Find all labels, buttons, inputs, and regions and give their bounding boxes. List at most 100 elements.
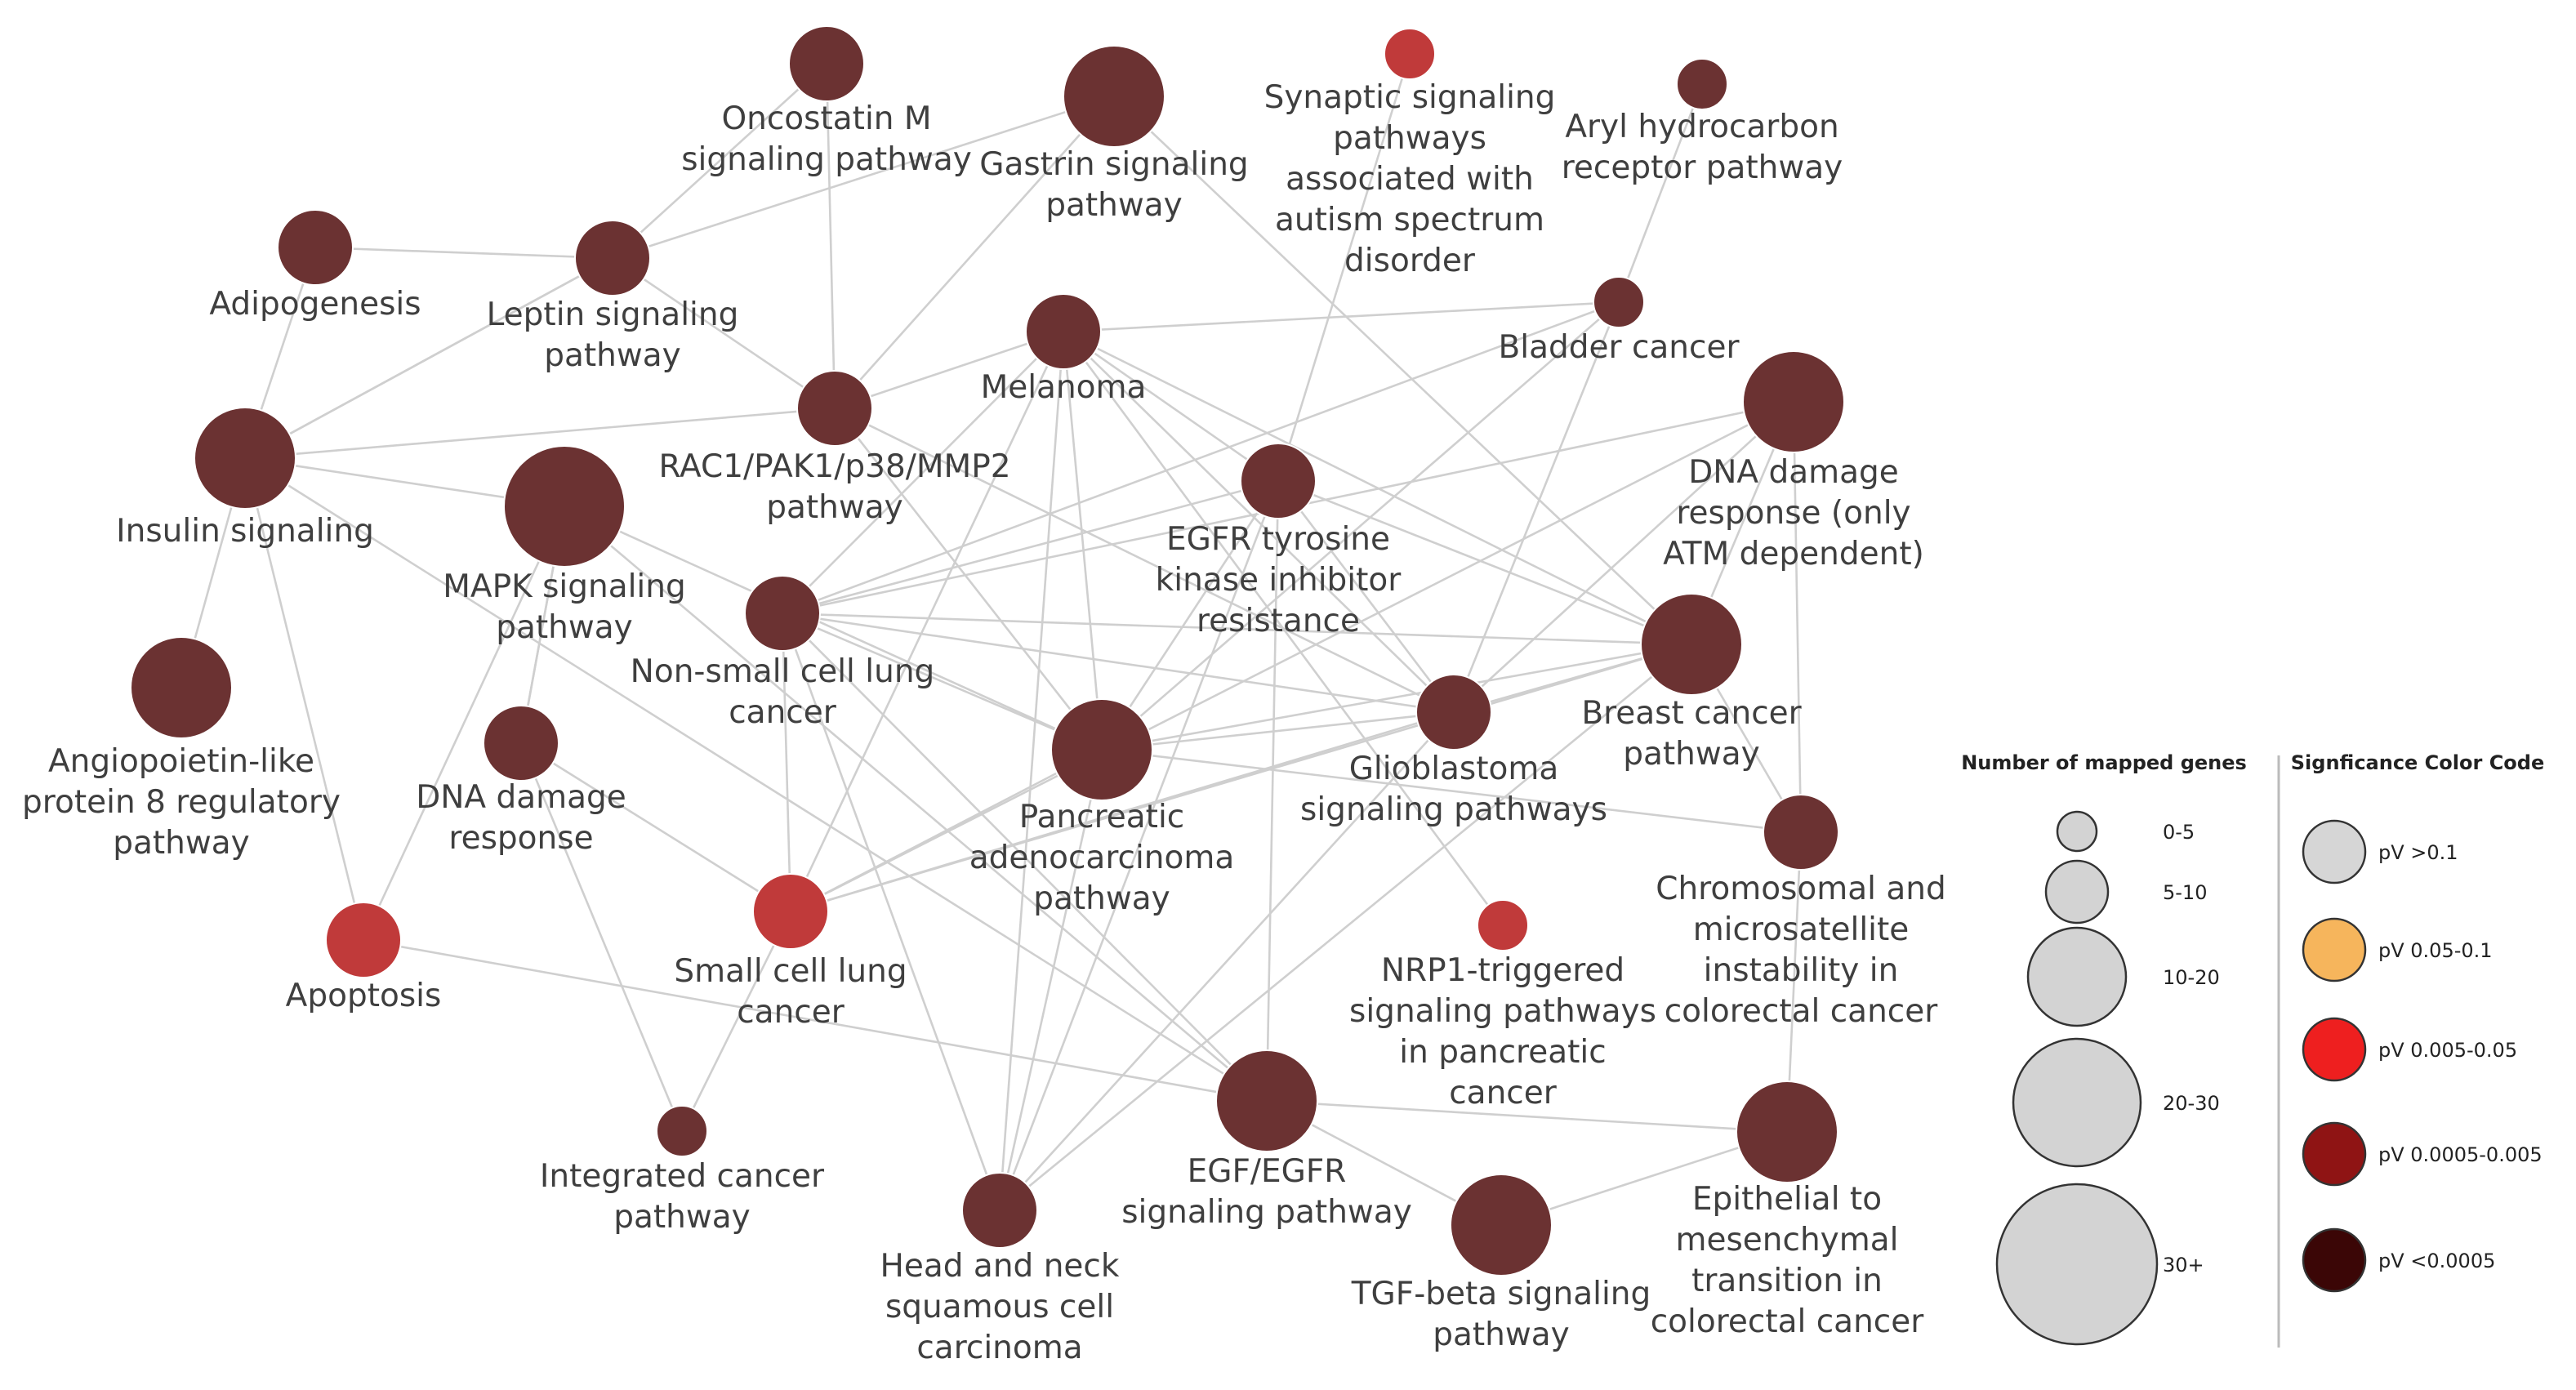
node-mapk[interactable] [503,445,626,568]
node-adipogenesis[interactable] [277,209,354,286]
legend-color-swatch [2302,819,2367,884]
node-apoptosis[interactable] [325,902,402,978]
legend-size-label: 10-20 [2163,966,2220,989]
edge-egfr_tki-breast [1277,479,1692,646]
node-dnadamage_atm[interactable] [1742,350,1845,453]
edge-gastrin-breast [1113,96,1692,645]
node-label-adipogenesis: Adipogenesis [209,286,421,323]
node-label-gastrin: Gastrin signaling pathway [979,146,1248,224]
edge-melanoma-bladder [1063,301,1620,333]
edge-rac1-glioblastoma [834,407,1455,714]
node-headneck[interactable] [961,1172,1038,1249]
node-egfr_tki[interactable] [1240,443,1317,519]
node-tgfbeta[interactable] [1450,1174,1553,1276]
node-breast[interactable] [1640,593,1743,696]
node-emt[interactable] [1736,1080,1838,1183]
node-melanoma[interactable] [1025,293,1102,370]
node-label-line: adenocarcinoma [969,840,1235,876]
node-label-line: DNA damage [416,779,626,816]
legend-size-title: Number of mapped genes [1961,751,2247,774]
node-label-line: Leptin signaling [487,296,739,333]
node-label-line: mesenchymal [1676,1222,1899,1259]
node-rac1[interactable] [796,370,873,447]
node-insulin[interactable] [194,407,296,510]
legend-color-swatch [2302,1227,2367,1293]
node-egf_egfr[interactable] [1215,1049,1318,1152]
edge-nsclc-sclc [781,613,792,912]
edge-gastrin-rac1 [834,96,1115,409]
edges-layer [180,53,1803,1227]
node-label-line: Bladder cancer [1499,329,1740,366]
node-label-dnadamage: DNA damage response [416,779,626,857]
node-nrp1[interactable] [1477,899,1529,951]
node-pancreatic[interactable] [1050,698,1153,801]
edge-melanoma-sclc [789,331,1065,912]
edge-egfr_tki-egf_egfr [1265,480,1280,1102]
node-label-line: Chromosomal and [1656,871,1946,907]
node-label-line: Breast cancer [1581,695,1802,732]
node-label-bladder: Bladder cancer [1499,329,1740,366]
node-label-line: autism spectrum [1275,202,1544,238]
node-label-line: response (only [1676,495,1910,532]
edge-egfr_tki-nsclc [782,479,1279,615]
legend-color-label: pV 0.05-0.1 [2378,939,2493,962]
node-sclc[interactable] [752,873,829,950]
edge-breast-pancreatic [1101,643,1692,751]
edge-nsclc-headneck [781,613,1001,1211]
edge-melanoma-headneck [998,331,1065,1211]
edge-dnadamage_atm-sclc [790,400,1794,913]
node-label-line: associated with [1286,161,1534,198]
node-nsclc[interactable] [744,575,821,652]
legend-size-label: 0-5 [2163,821,2195,844]
node-label-line: Epithelial to [1692,1181,1882,1218]
edge-insulin-apoptosis [243,457,365,941]
node-label-line: pathway [1045,187,1183,224]
nodes-layer [130,25,1845,1276]
legend-size-label: 20-30 [2163,1092,2220,1115]
node-label-melanoma: Melanoma [981,369,1147,406]
node-glioblastoma[interactable] [1415,674,1492,751]
node-label-line: pathway [1623,736,1760,773]
node-oncostatin[interactable] [788,25,865,102]
node-chromosomal[interactable] [1763,794,1839,871]
node-label-insulin: Insulin signaling [116,513,374,550]
edge-egf_egfr-emt [1266,1099,1788,1134]
legend-color-label: pV 0.005-0.05 [2378,1039,2517,1062]
node-label-line: cancer [1449,1075,1557,1112]
node-label-line: response [448,820,593,857]
node-aryl[interactable] [1676,58,1728,110]
node-label-line: pathway [1433,1316,1570,1353]
node-angiopoietin[interactable] [130,636,233,739]
edge-leptin-gastrin [612,95,1115,260]
legend-size-label: 30+ [2163,1254,2204,1276]
legend-color-label: pV <0.0005 [2378,1250,2495,1272]
node-label-line: Gastrin signaling [979,146,1248,183]
node-bladder[interactable] [1593,276,1645,328]
node-label-line: Synaptic signaling [1264,79,1556,116]
edge-pancreatic-headneck [998,749,1103,1211]
edge-insulin-rac1 [244,407,836,460]
node-dnadamage[interactable] [483,705,559,782]
node-label-line: pathways [1333,120,1486,157]
node-gastrin[interactable] [1063,45,1165,148]
legend-color-swatch [2302,1017,2367,1082]
legend-size-circle [2012,1037,2142,1168]
node-label-line: kinase inhibitor [1156,562,1402,599]
node-label-line: signaling pathways [1300,791,1607,828]
edge-melanoma-nsclc [782,331,1064,614]
legend-color-label: pV >0.1 [2378,841,2458,864]
node-label-line: EGFR tyrosine [1166,521,1390,558]
legend-size-circle [2026,926,2128,1027]
node-label-line: pathway [113,825,250,862]
legend-color-swatch [2302,917,2367,982]
node-synaptic[interactable] [1384,28,1436,80]
node-leptin[interactable] [574,220,651,296]
node-label-line: Pancreatic [1019,799,1184,835]
node-integrated[interactable] [656,1105,708,1157]
